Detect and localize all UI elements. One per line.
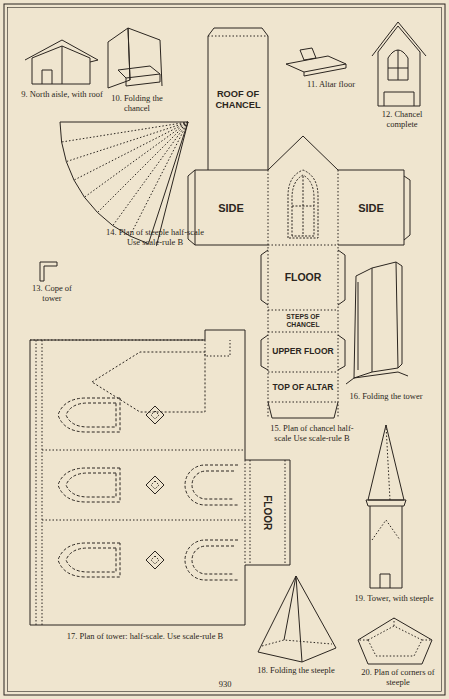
chancel-complete-sketch (372, 22, 426, 106)
figure-caption: 10. Folding the chancel (100, 94, 174, 113)
pointed-window-inner (66, 548, 116, 572)
diamond-window (146, 551, 164, 569)
fold-line (66, 122, 188, 162)
diamond-window-inner (151, 556, 159, 564)
round-window (185, 540, 238, 580)
fold-line (98, 122, 189, 213)
pointed-window-inner (66, 403, 116, 427)
pointed-window (58, 398, 120, 432)
fold-line (74, 122, 188, 180)
figure-caption: 12. Chancel complete (372, 110, 432, 129)
figure-caption: 14. Plan of steeple half-scale Use scale… (100, 228, 210, 247)
figure-caption: 17. Plan of tower: half-scale. Use scale… (30, 632, 260, 642)
net-panel: TOP OF ALTAR (270, 379, 336, 397)
tower-steeple-sketch (366, 425, 406, 588)
net-panel: STEPS OF CHANCEL (269, 311, 337, 331)
fold-line (113, 122, 188, 226)
panel-label: UPPER FLOOR (272, 347, 333, 357)
diamond-window-inner (151, 481, 159, 489)
net-panel: UPPER FLOOR (270, 343, 336, 361)
panel-label: SIDE (218, 202, 244, 215)
figure-caption: 13. Cope of tower (30, 284, 74, 303)
altar-floor-sketch (286, 48, 346, 76)
pointed-window (58, 468, 120, 502)
chancel-net (188, 28, 410, 418)
folding-steeple-sketch (258, 576, 336, 662)
figure-caption: 20. Plan of corners of steeple (358, 668, 438, 687)
figure-caption: 19. Tower, with steeple (352, 594, 436, 604)
panel-label: FLOOR (285, 271, 322, 283)
north-aisle-sketch (25, 40, 98, 84)
figure-caption: 930 (200, 680, 250, 690)
net-panel: SIDE (196, 197, 266, 219)
folding-tower-sketch (346, 262, 408, 384)
fold-line (84, 122, 188, 197)
page-frame (4, 4, 445, 695)
fold-line (130, 122, 188, 236)
fold-line (62, 122, 188, 142)
round-window-inner (192, 546, 234, 574)
diamond-window (146, 406, 164, 424)
diamond-window-inner (151, 411, 159, 419)
pointed-window (58, 543, 120, 577)
folding-chancel-sketch (108, 28, 162, 88)
steeple-corners-sketch (358, 618, 432, 664)
net-panel: FLOOR (251, 468, 284, 558)
net-panel: FLOOR (270, 266, 336, 288)
figure-caption: 16. Folding the tower (338, 392, 434, 402)
panel-label: FLOOR (262, 496, 274, 531)
panel-label: STEPS OF CHANCEL (269, 313, 337, 329)
tower-net (30, 330, 290, 625)
cope-sketch (40, 262, 57, 281)
figure-caption: 15. Plan of chancel half-scale Use scale… (262, 424, 362, 443)
pointed-window-inner (66, 473, 116, 497)
round-window (185, 465, 238, 505)
round-window-inner (192, 471, 234, 499)
diamond-window (146, 476, 164, 494)
panel-label: SIDE (358, 202, 384, 215)
panel-label: TOP OF ALTAR (273, 383, 334, 393)
net-panel: SIDE (340, 197, 402, 219)
net-panel: ROOF OF CHANCEL (210, 64, 266, 136)
panel-label: ROOF OF CHANCEL (210, 89, 266, 110)
figure-caption: 11. Altar floor (296, 80, 366, 90)
fan-outline (60, 122, 188, 244)
figure-caption: 9. North aisle, with roof (20, 90, 104, 100)
page-frame-inner (8, 8, 442, 692)
tower-windows (58, 398, 238, 580)
figure-caption: 18. Folding the steeple (244, 666, 348, 676)
